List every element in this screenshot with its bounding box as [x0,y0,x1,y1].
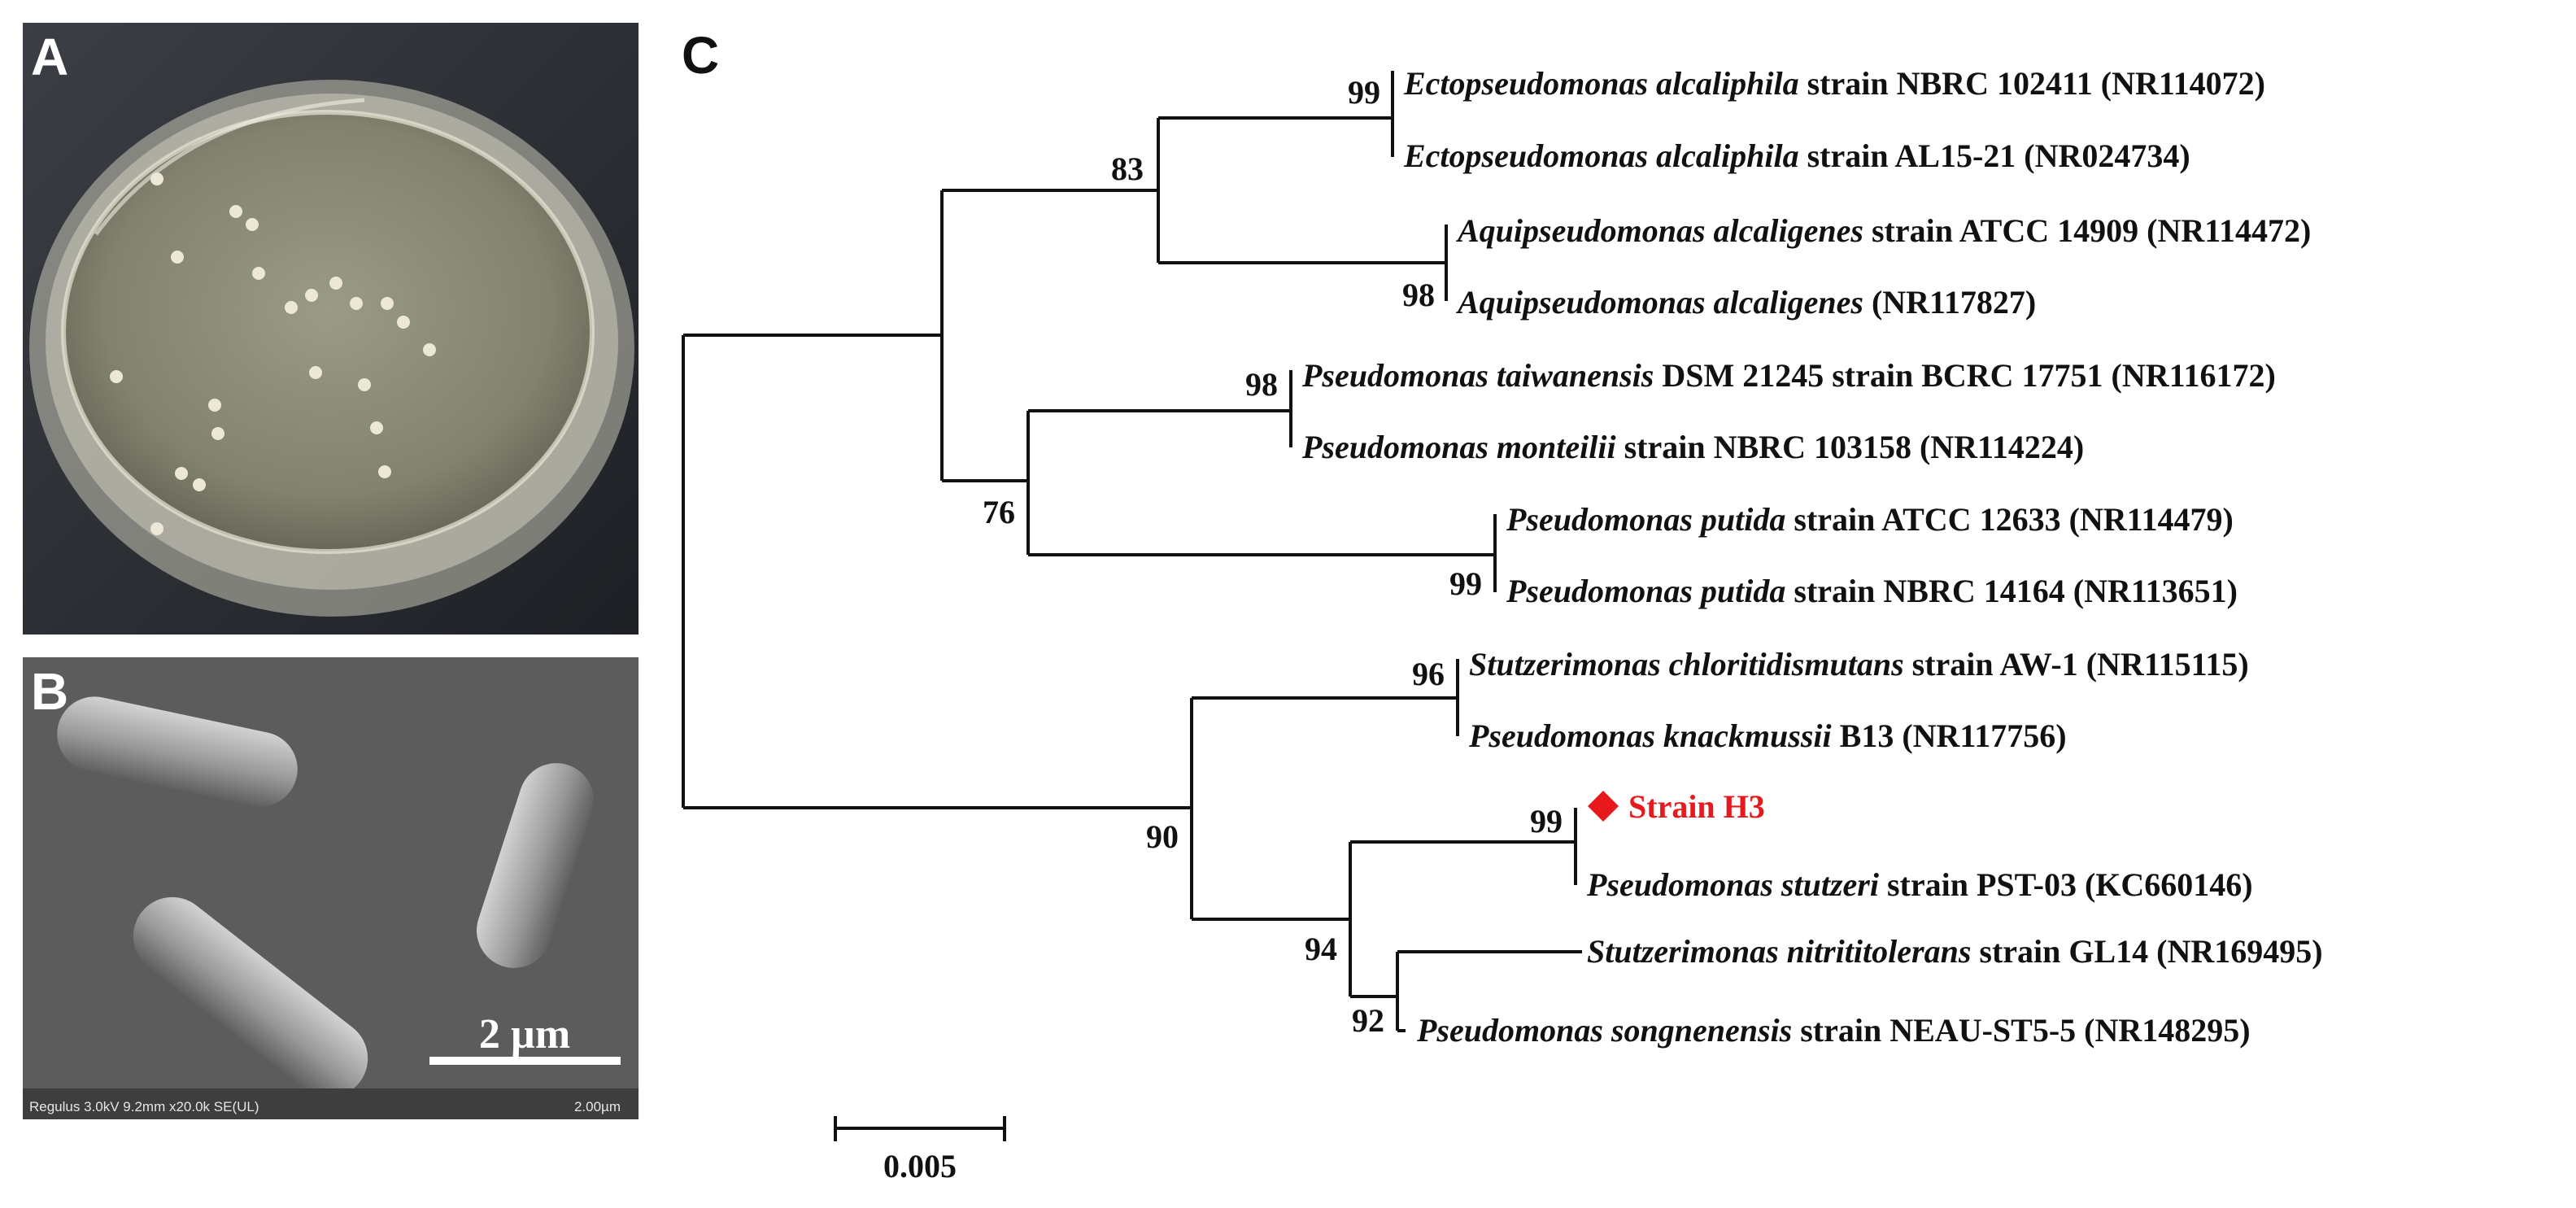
leaf-label: Aquipseudomonas alcaligenes (NR117827) [1455,284,2036,321]
bootstrap-value: 98 [1402,277,1435,313]
sem-info-scale: 2.00µm [574,1099,621,1114]
petri-dish-illustration [23,23,639,635]
leaf-label: Stutzerimonas chloritidismutans strain A… [1469,646,2249,682]
panel-b-sem-image: 2 µm Regulus 3.0kV 9.2mm x20.0k SE(UL) 2… [23,657,639,1119]
panel-c-letter: C [682,26,720,85]
scale-bar: 0.005 [834,1116,1006,1184]
tree-branches [682,71,1582,1032]
bacterial-colonies [110,172,436,535]
leaf-label: Ectopseudomonas alcaliphila strain AL15-… [1403,137,2190,174]
panel-b-letter: B [31,662,69,721]
bootstrap-value: 99 [1449,565,1482,602]
leaf-label: Aquipseudomonas alcaligenes strain ATCC … [1455,212,2311,249]
bootstrap-value: 83 [1111,150,1144,187]
panel-a-petri-dish-photo: A [23,23,639,635]
leaf-labels: Ectopseudomonas alcaliphila strain NBRC … [1301,65,2323,1049]
leaf-label: Pseudomonas monteilii strain NBRC 103158… [1301,429,2084,465]
leaf-label: Pseudomonas putida strain NBRC 14164 (NR… [1506,573,2238,609]
bootstrap-value: 96 [1412,656,1445,692]
bootstrap-value: 90 [1146,818,1179,855]
leaf-label: Pseudomonas knackmussii B13 (NR117756) [1468,717,2067,754]
bootstrap-value: 99 [1530,803,1563,839]
bootstrap-value: 92 [1352,1002,1384,1039]
leaf-label: Ectopseudomonas alcaliphila strain NBRC … [1403,65,2265,102]
bootstrap-values: 99 83 98 98 76 99 96 90 99 94 92 [983,74,1563,1039]
leaf-label: Pseudomonas taiwanensis DSM 21245 strain… [1301,357,2276,394]
bootstrap-value: 98 [1245,366,1278,403]
sem-illustration: 2 µm Regulus 3.0kV 9.2mm x20.0k SE(UL) 2… [23,657,639,1119]
leaf-label: Stutzerimonas nitrititolerans strain GL1… [1587,933,2323,970]
leaf-label-highlighted: Strain H3 [1628,788,1765,825]
bootstrap-value: 76 [983,494,1015,530]
leaf-label: Pseudomonas putida strain ATCC 12633 (NR… [1506,501,2234,538]
panel-a-letter: A [31,28,69,86]
rod-shaped-cells [57,696,594,1098]
agar-surface [63,112,592,552]
leaf-label: Pseudomonas stutzeri strain PST-03 (KC66… [1586,866,2253,903]
highlight-diamond-icon [1588,791,1619,822]
leaf-label: Pseudomonas songnenensis strain NEAU-ST5… [1416,1012,2251,1049]
bootstrap-value: 99 [1348,74,1380,111]
bootstrap-value: 94 [1305,931,1337,967]
sem-info-text: Regulus 3.0kV 9.2mm x20.0k SE(UL) [29,1099,259,1114]
scale-bar-label: 0.005 [883,1148,957,1184]
sem-scale-label: 2 µm [479,1011,570,1058]
